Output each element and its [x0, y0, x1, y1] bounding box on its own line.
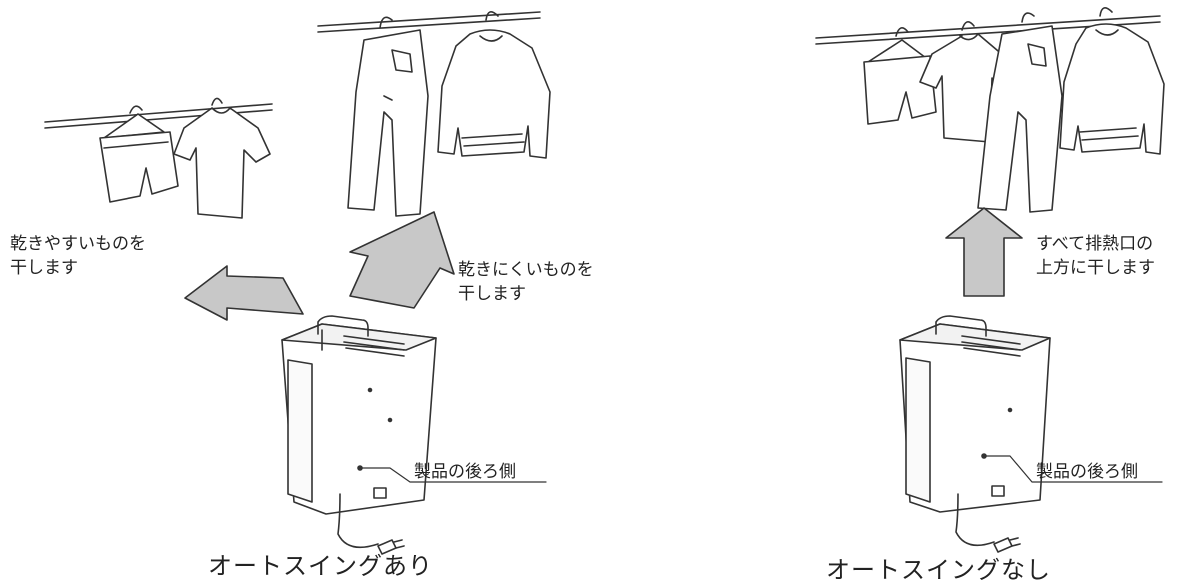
easy-dry-label-line2: 干します	[10, 258, 78, 278]
left-arrow-icon	[184, 265, 304, 321]
hard-dry-label-line2: 干します	[458, 284, 526, 304]
above-vent-label-line2: 上方に干します	[1036, 258, 1155, 278]
hard-dry-label-line1: 乾きにくいものを	[458, 260, 594, 280]
pants-icon	[977, 12, 1063, 213]
auto-swing-on-panel: 乾きやすいものを 干します 乾きにくいものを 干します 製品の後ろ側 オートスイ…	[10, 11, 594, 580]
back-side-callout: 製品の後ろ側	[414, 462, 516, 482]
shorts-icon	[99, 105, 179, 203]
tshirt-icon	[173, 97, 271, 219]
tshirt-icon	[919, 21, 1017, 143]
sweater-icon	[437, 11, 551, 159]
pants-icon	[347, 16, 429, 217]
dehumidifier-left	[281, 315, 437, 555]
clothes-rod-high	[317, 11, 541, 33]
auto-swing-on-illustration	[44, 11, 551, 555]
auto-swing-off-illustration	[815, 7, 1165, 553]
callout-leader	[985, 455, 1163, 483]
callout-leader	[361, 467, 547, 483]
sweater-icon	[1059, 7, 1165, 155]
easy-dry-label-line1: 乾きやすいものを	[10, 234, 146, 254]
dehumidifier-right	[899, 315, 1051, 553]
up-arrow-icon	[945, 207, 1023, 297]
up-right-arrow-icon	[349, 211, 455, 309]
auto-swing-off-panel: すべて排熱口の 上方に干します 製品の後ろ側 オートスイングなし	[640, 0, 1190, 585]
panel-caption: オートスイングあり	[208, 552, 433, 580]
shorts-icon	[863, 27, 937, 125]
above-vent-label: すべて排熱口の 上方に干します	[1036, 232, 1155, 280]
above-vent-label-line1: すべて排熱口の	[1036, 234, 1154, 254]
panel-caption: オートスイングなし	[826, 556, 1051, 584]
easy-dry-label: 乾きやすいものを 干します	[10, 232, 146, 280]
hard-dry-label: 乾きにくいものを 干します	[458, 258, 594, 306]
back-side-callout: 製品の後ろ側	[1036, 462, 1138, 482]
